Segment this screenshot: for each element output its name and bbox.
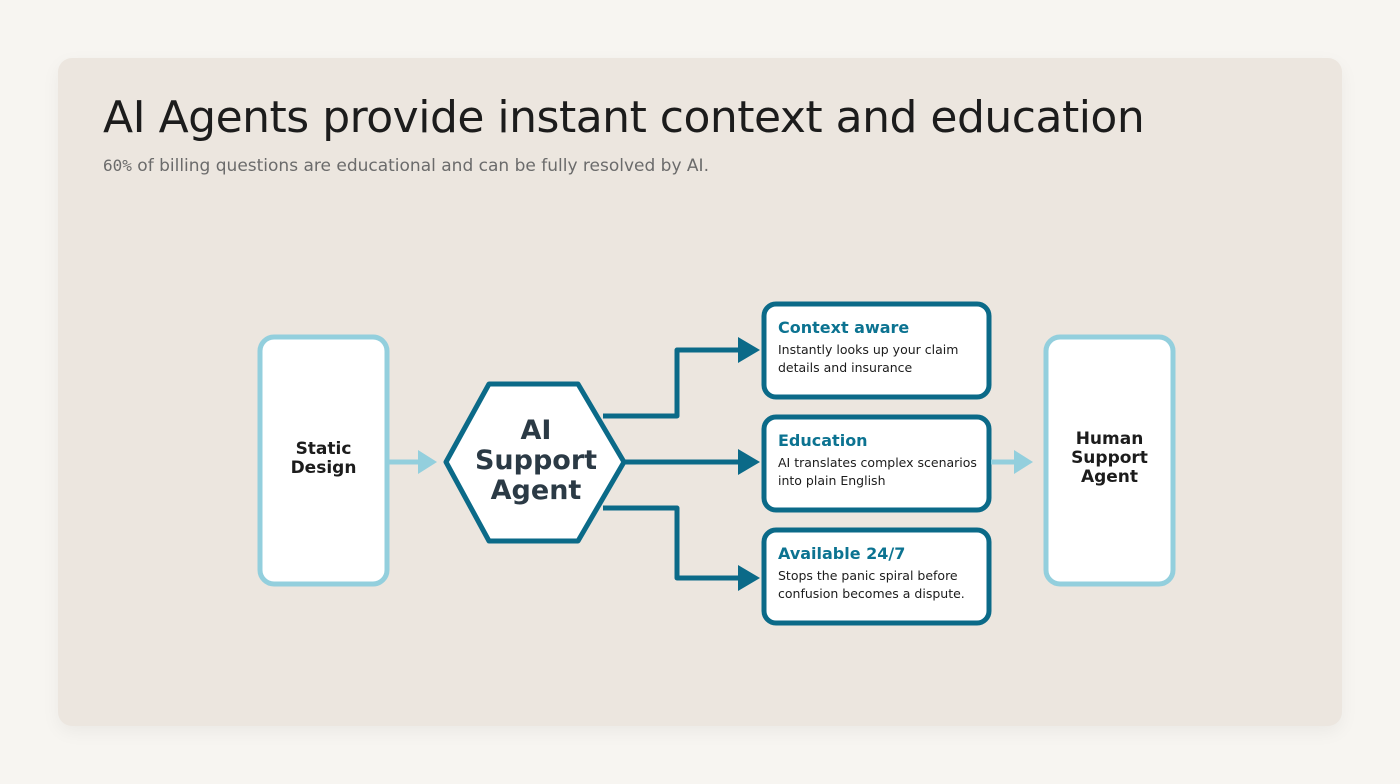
arrowhead-static-to-agent	[418, 450, 437, 474]
ai-agent-line1: AI	[520, 415, 552, 446]
feature-context-aware: Context aware Instantly looks up your cl…	[778, 318, 983, 377]
human-agent-box	[1043, 334, 1176, 587]
feature-available: Available 24/7 Stops the panic spiral be…	[778, 544, 983, 603]
available-box	[761, 527, 992, 626]
connector-to-available	[603, 505, 744, 581]
arrowhead-education-to-human	[1014, 450, 1033, 474]
arrowhead-to-available	[738, 565, 760, 591]
subtitle-text: of billing questions are educational and…	[131, 156, 709, 176]
arrowhead-to-context	[738, 337, 760, 363]
page-subtitle: 60% of billing questions are educational…	[103, 156, 709, 176]
ai-agent-line2: Support	[474, 445, 598, 476]
feature-education: Education AI translates complex scenario…	[778, 431, 983, 490]
human-agent-label: Human Support Agent	[1048, 430, 1171, 487]
feature-title: Available 24/7	[778, 544, 906, 563]
feature-description: Instantly looks up your claim details an…	[778, 342, 959, 375]
page-title: AI Agents provide instant context and ed…	[103, 92, 1145, 143]
context-aware-box	[761, 301, 992, 400]
ai-agent-line3: Agent	[490, 475, 582, 506]
feature-title: Education	[778, 431, 868, 450]
static-design-label: Static Design	[262, 440, 385, 478]
feature-description: Stops the panic spiral before confusion …	[778, 568, 965, 601]
connector-to-context	[603, 347, 744, 419]
static-design-line1: Static	[295, 439, 352, 459]
education-box	[761, 414, 992, 513]
ai-agent-hexagon	[443, 381, 627, 544]
human-agent-line1: Human	[1075, 429, 1144, 449]
arrowhead-to-education	[738, 449, 760, 475]
ai-agent-label: AI Support Agent	[446, 416, 626, 506]
human-agent-line2: Support	[1071, 448, 1148, 468]
feature-description: AI translates complex scenarios into pla…	[778, 455, 977, 488]
static-design-line2: Design	[290, 458, 357, 478]
human-agent-line3: Agent	[1080, 467, 1139, 487]
subtitle-stat: 60%	[103, 156, 132, 175]
feature-title: Context aware	[778, 318, 910, 337]
